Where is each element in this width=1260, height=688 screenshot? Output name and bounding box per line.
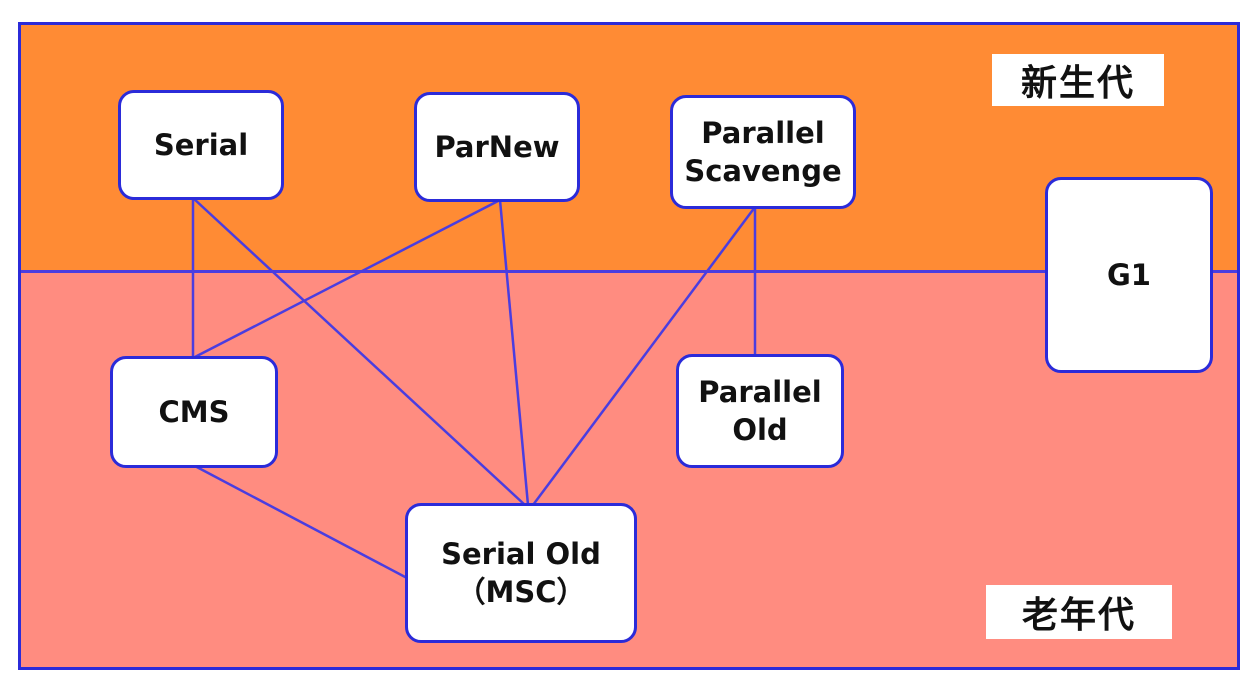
parnew-node: ParNew — [414, 92, 580, 202]
serial-old-node: Serial Old （MSC） — [405, 503, 637, 643]
serial-node: Serial — [118, 90, 284, 200]
parallel-old-node: Parallel Old — [676, 354, 844, 468]
g1-node: G1 — [1045, 177, 1213, 373]
young-generation-label: 新生代 — [992, 54, 1164, 106]
parallel-scavenge-node: Parallel Scavenge — [670, 95, 856, 209]
old-generation-label: 老年代 — [986, 585, 1172, 639]
cms-node: CMS — [110, 356, 278, 468]
